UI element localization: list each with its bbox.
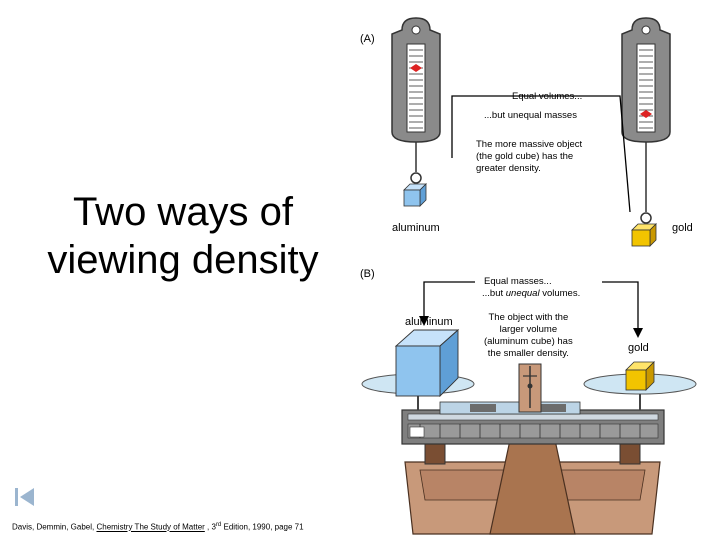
- balance-base: [404, 439, 661, 535]
- aluminum-cube-large: [394, 328, 460, 398]
- aluminum-cube-small: [403, 183, 427, 207]
- arrow-b-right: [633, 328, 643, 338]
- balance-beam: [401, 401, 665, 445]
- label-part-b: (B): [360, 268, 375, 280]
- note-equal-volumes: Equal volumes...: [512, 91, 583, 102]
- label-part-a: (A): [360, 33, 375, 45]
- connector-a-left: [451, 95, 595, 158]
- note-greater-density: The more massive object (the gold cube) …: [476, 139, 583, 174]
- spring-scale-right: [621, 17, 671, 224]
- note-unequal-volumes: ...but unequal volumes.: [482, 288, 581, 299]
- source-credit: Davis, Demmin, Gabel, Chemistry The Stud…: [12, 522, 304, 532]
- title-line-1: Two ways of: [72, 190, 294, 234]
- first-slide-icon[interactable]: [14, 486, 36, 508]
- connector-a-right: [595, 95, 631, 213]
- gold-cube-small: [625, 361, 655, 391]
- label-gold-a: gold: [672, 222, 693, 234]
- label-gold-b: gold: [628, 342, 649, 354]
- pointer-right: [640, 110, 652, 118]
- note-smaller-density: The object with the larger volume (alumi…: [484, 312, 573, 359]
- label-aluminum-a: aluminum: [392, 222, 440, 234]
- title-line-2: viewing density: [47, 238, 319, 282]
- arrow-b-left: [419, 316, 429, 326]
- slide-title: Two ways of viewing density: [18, 188, 348, 284]
- gold-cube-hanging: [631, 223, 657, 247]
- note-unequal-masses: ...but unequal masses: [484, 110, 577, 121]
- pointer-left: [410, 64, 422, 72]
- spring-scale-left: [391, 17, 441, 184]
- label-aluminum-b: aluminum: [405, 316, 453, 328]
- balance-indicator: [518, 363, 542, 413]
- note-equal-masses: Equal masses...: [484, 276, 552, 287]
